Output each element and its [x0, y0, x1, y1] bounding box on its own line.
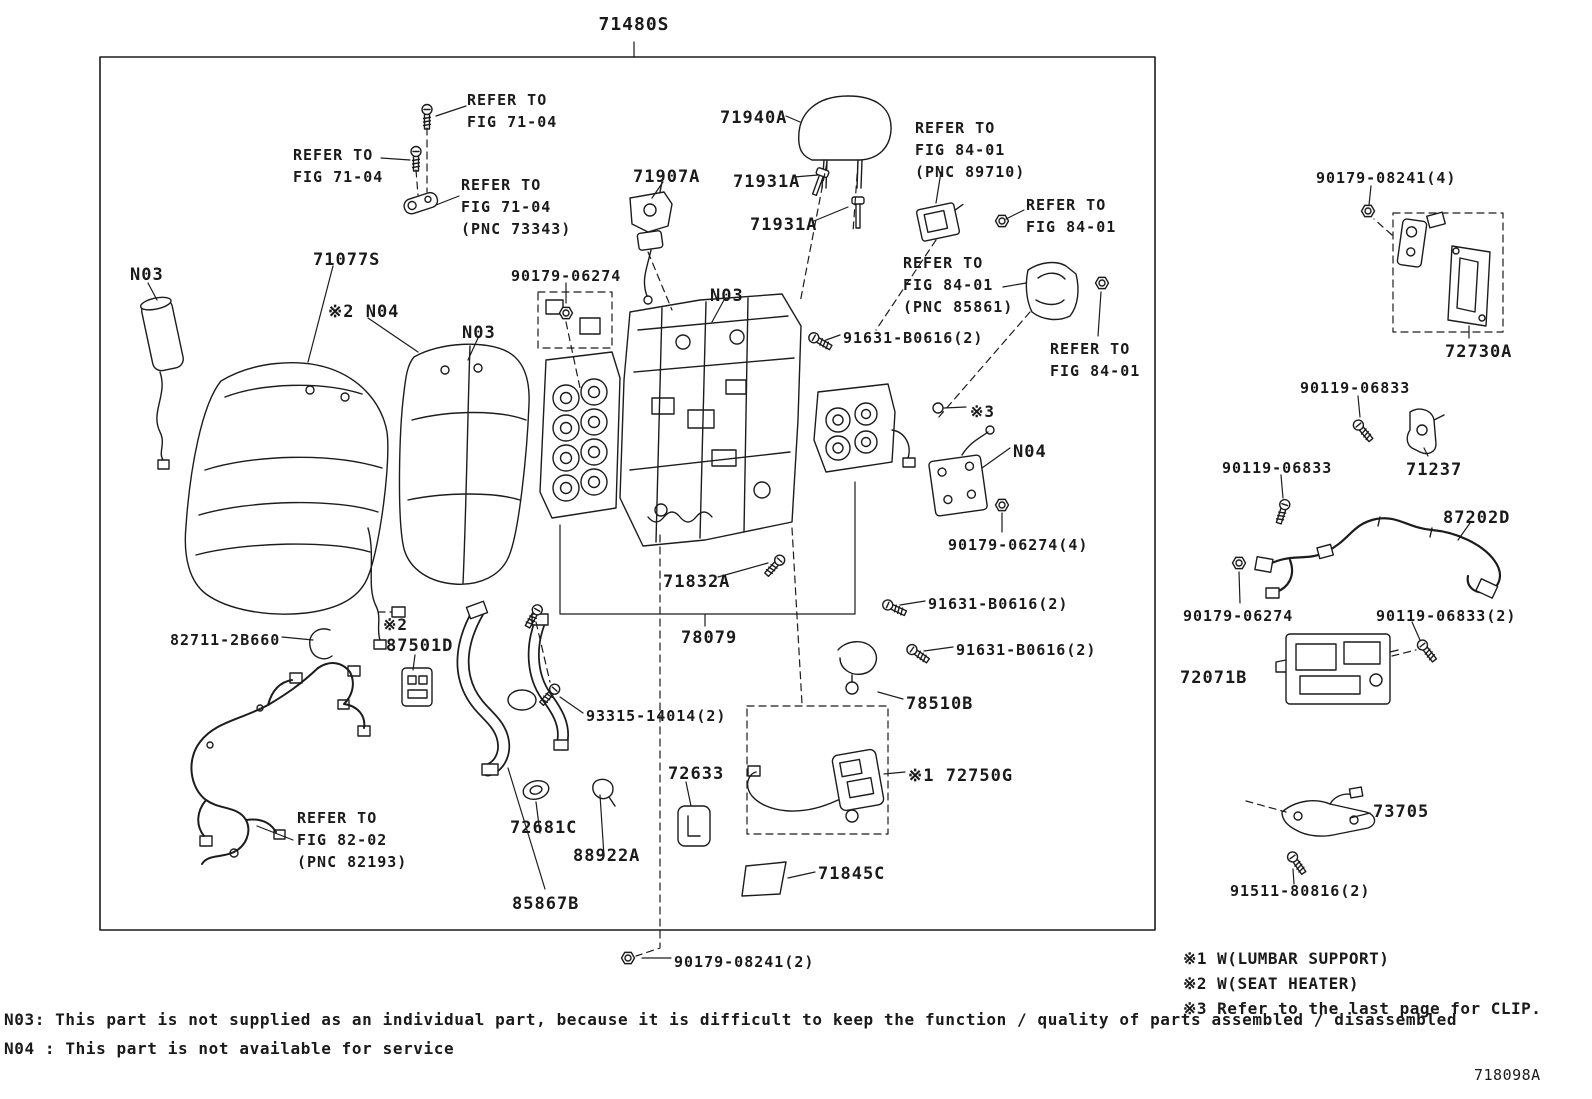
note-n04: N04 : This part is not available for ser… [4, 1039, 455, 1058]
seatback-frame-78079 [619, 293, 802, 547]
actuator-71907a [629, 181, 673, 305]
legend-item-clip: ※3 Refer to the last page for CLIP. [1183, 999, 1542, 1018]
label-71940a: 71940A [720, 108, 788, 128]
label-refer-fig84-01-right: REFER TO FIG 84-01 [1026, 196, 1117, 236]
label-72681c: 72681C [510, 818, 578, 838]
label-n03-frame: N03 [710, 286, 744, 306]
label-72750g: ※1 72750G [908, 766, 1014, 786]
wire-78510b [837, 641, 878, 695]
assembly-bracket-78079 [559, 481, 856, 627]
headrest-71940a [798, 95, 892, 189]
label-n04-heater: ※2 N04 [328, 302, 400, 322]
label-71237: 71237 [1406, 460, 1463, 480]
label-72071b: 72071B [1180, 668, 1248, 688]
label-87202d: 87202D [1443, 508, 1511, 528]
wiring-harness-fig82-02 [190, 662, 371, 865]
clip-ref3 [932, 402, 944, 414]
label-90179-06274-upper: 90179-06274 [511, 267, 622, 285]
pad-71845c [741, 861, 787, 897]
label-93315-14014-2: 93315-14014(2) [586, 707, 727, 725]
label-71077s: 71077S [313, 250, 381, 270]
bracket-73705 [1281, 786, 1376, 837]
label-78079: 78079 [681, 628, 738, 648]
label-91631-b0616-mid: 91631-B0616(2) [928, 595, 1069, 613]
spring-pack [539, 351, 621, 519]
lumbar-motor-72750g [746, 748, 885, 823]
label-72730a: 72730A [1445, 342, 1513, 362]
label-72633: 72633 [668, 764, 725, 784]
plate-n04 [928, 425, 995, 517]
diagram-code: 718098A [1474, 1066, 1541, 1084]
label-refer-fig84-01-pnc85861: REFER TO FIG 84-01 (PNC 85861) [903, 254, 1014, 316]
label-85867b: 85867B [512, 894, 580, 914]
label-71931a-lower: 71931A [750, 215, 818, 235]
label-n03-cushion-right: N03 [462, 323, 496, 343]
legend-item-lumbar: ※1 W(LUMBAR SUPPORT) [1183, 949, 1390, 968]
label-91631-b0616-lower: 91631-B0616(2) [956, 641, 1097, 659]
label-88922a: 88922A [573, 846, 641, 866]
legend: ※1 W(LUMBAR SUPPORT) ※2 W(SEAT HEATER) ※… [1183, 946, 1541, 1021]
label-71907a: 71907A [633, 167, 701, 187]
side-spring-cluster [813, 383, 916, 473]
label-91511-80816-2: 91511-80816(2) [1230, 882, 1371, 900]
label-n04-plate: N04 [1013, 442, 1047, 462]
note-n03: N03: This part is not supplied as an ind… [4, 1010, 1458, 1029]
latch-72730a [1392, 211, 1504, 333]
bracket-71237 [1406, 408, 1445, 455]
cable-87202d [1254, 516, 1502, 599]
unit-72071b [1275, 633, 1399, 705]
label-78510b: 78510B [906, 694, 974, 714]
label-clip-ref3: ※3 [970, 402, 996, 421]
label-91631-b0616-upper: 91631-B0616(2) [843, 329, 984, 347]
figure-title: 71480S [598, 14, 670, 35]
lumbar-option-box [746, 705, 889, 835]
label-90179-06274-right: 90179-06274 [1183, 607, 1294, 625]
label-refer-fig82-02: REFER TO FIG 82-02 (PNC 82193) [297, 809, 408, 871]
label-ref2-connector: ※2 [383, 615, 409, 634]
label-90119-06833-upper: 90119-06833 [1300, 379, 1411, 397]
seat-heater-wire [367, 527, 406, 650]
label-refer-fig71-04-pnc73343: REFER TO FIG 71-04 (PNC 73343) [461, 176, 572, 238]
label-refer-fig84-01-pnc89710: REFER TO FIG 84-01 (PNC 89710) [915, 119, 1026, 181]
label-90179-08241-4: 90179-08241(4) [1316, 169, 1457, 187]
label-refer-fig84-01-lower: REFER TO FIG 84-01 [1050, 340, 1141, 380]
clip-88922a [592, 778, 616, 807]
label-n03-cylinder: N03 [130, 265, 164, 285]
bracket-pnc89710 [915, 202, 964, 242]
label-90179-06274-4: 90179-06274(4) [948, 536, 1089, 554]
dashed-construction-lines [377, 127, 1417, 957]
label-87501d: 87501D [386, 636, 454, 656]
bracket-pnc73343 [403, 191, 439, 215]
label-90179-08241-2: 90179-08241(2) [674, 953, 815, 971]
leader-lines [147, 41, 1471, 959]
label-71832a: 71832A [663, 572, 731, 592]
label-73705: 73705 [1373, 802, 1430, 822]
label-refer-fig71-04-top: REFER TO FIG 71-04 [467, 91, 558, 131]
ring-72681c [522, 779, 550, 801]
seatback-cushion-left [184, 362, 389, 615]
clip-82711-2b660 [309, 628, 333, 660]
switch-87501d [401, 667, 433, 707]
label-82711-2b660: 82711-2B660 [170, 631, 281, 649]
label-90119-06833-2: 90119-06833(2) [1376, 607, 1517, 625]
seatback-cushion-right [398, 343, 530, 585]
bracket-pnc85861 [1025, 261, 1079, 321]
legend-item-heater: ※2 W(SEAT HEATER) [1183, 974, 1360, 993]
label-71931a-upper: 71931A [733, 172, 801, 192]
label-90119-06833-left: 90119-06833 [1222, 459, 1333, 477]
cylinder-n03 [139, 296, 184, 470]
cover-72633 [677, 805, 711, 847]
silencer-box [537, 291, 613, 349]
label-71845c: 71845C [818, 864, 886, 884]
label-refer-fig71-04-left: REFER TO FIG 71-04 [293, 146, 384, 186]
diagram-border [99, 56, 1156, 931]
